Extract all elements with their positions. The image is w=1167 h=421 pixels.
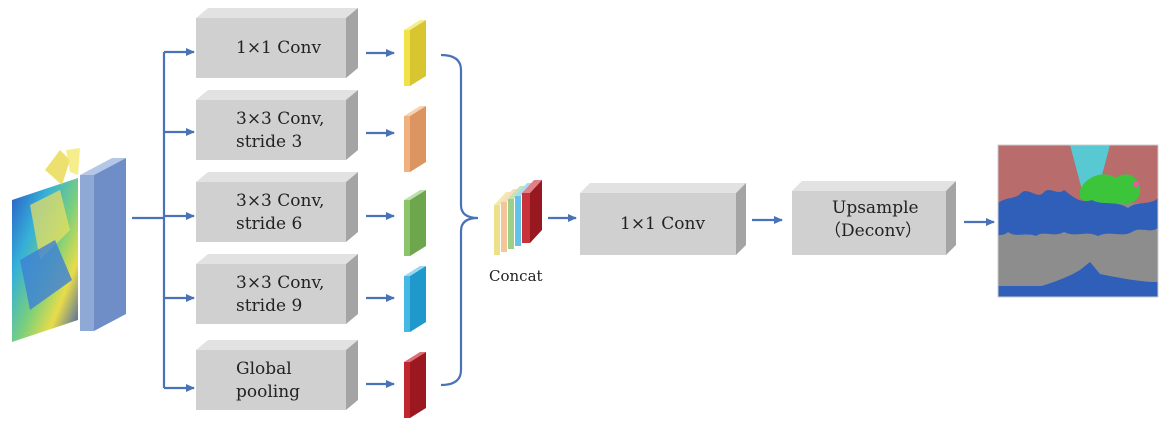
feature-slab-3 (404, 190, 426, 256)
concat-label: Concat (489, 267, 543, 285)
segmentation-output (997, 144, 1159, 298)
branch-4-label-line2: stride 9 (236, 296, 302, 316)
feature-slab-2 (404, 106, 426, 172)
split-connector (132, 52, 166, 388)
branch-4-label-line1: 3×3 Conv, (236, 273, 324, 293)
feature-map (80, 158, 126, 331)
branch-5-label-line1: Global (236, 359, 292, 379)
branch-1x1-conv: 1×1 Conv (196, 8, 358, 78)
branch-3x3-conv-stride-6: 3×3 Conv, stride 6 (196, 172, 358, 242)
branch-input-arrows (164, 48, 195, 392)
conv-1x1-label: 1×1 Conv (620, 214, 705, 234)
merge-bracket (440, 53, 479, 387)
feature-slab-4 (404, 266, 426, 332)
upsample-block: Upsample （Deconv） (792, 181, 956, 255)
branch-2-label-line2: stride 3 (236, 132, 302, 152)
upsample-label-line2: （Deconv） (824, 221, 922, 241)
feature-slab-1 (404, 20, 426, 86)
input-image (12, 148, 80, 342)
feature-slab-5 (404, 352, 426, 418)
branch-3-label-line1: 3×3 Conv, (236, 191, 324, 211)
branch-output-arrows (366, 49, 395, 388)
branch-2-label-line1: 3×3 Conv, (236, 109, 324, 129)
branch-5-label-line2: pooling (236, 382, 300, 402)
branch-3-label-line2: stride 6 (236, 214, 302, 234)
upsample-label-line1: Upsample (832, 198, 919, 218)
concat-stack (494, 180, 542, 255)
conv-1x1-block: 1×1 Conv (580, 183, 746, 255)
branch-3x3-conv-stride-9: 3×3 Conv, stride 9 (196, 254, 358, 324)
branch-global-pooling: Global pooling (196, 340, 358, 410)
branch-3x3-conv-stride-3: 3×3 Conv, stride 3 (196, 90, 358, 160)
branch-1-label-line1: 1×1 Conv (236, 38, 321, 58)
